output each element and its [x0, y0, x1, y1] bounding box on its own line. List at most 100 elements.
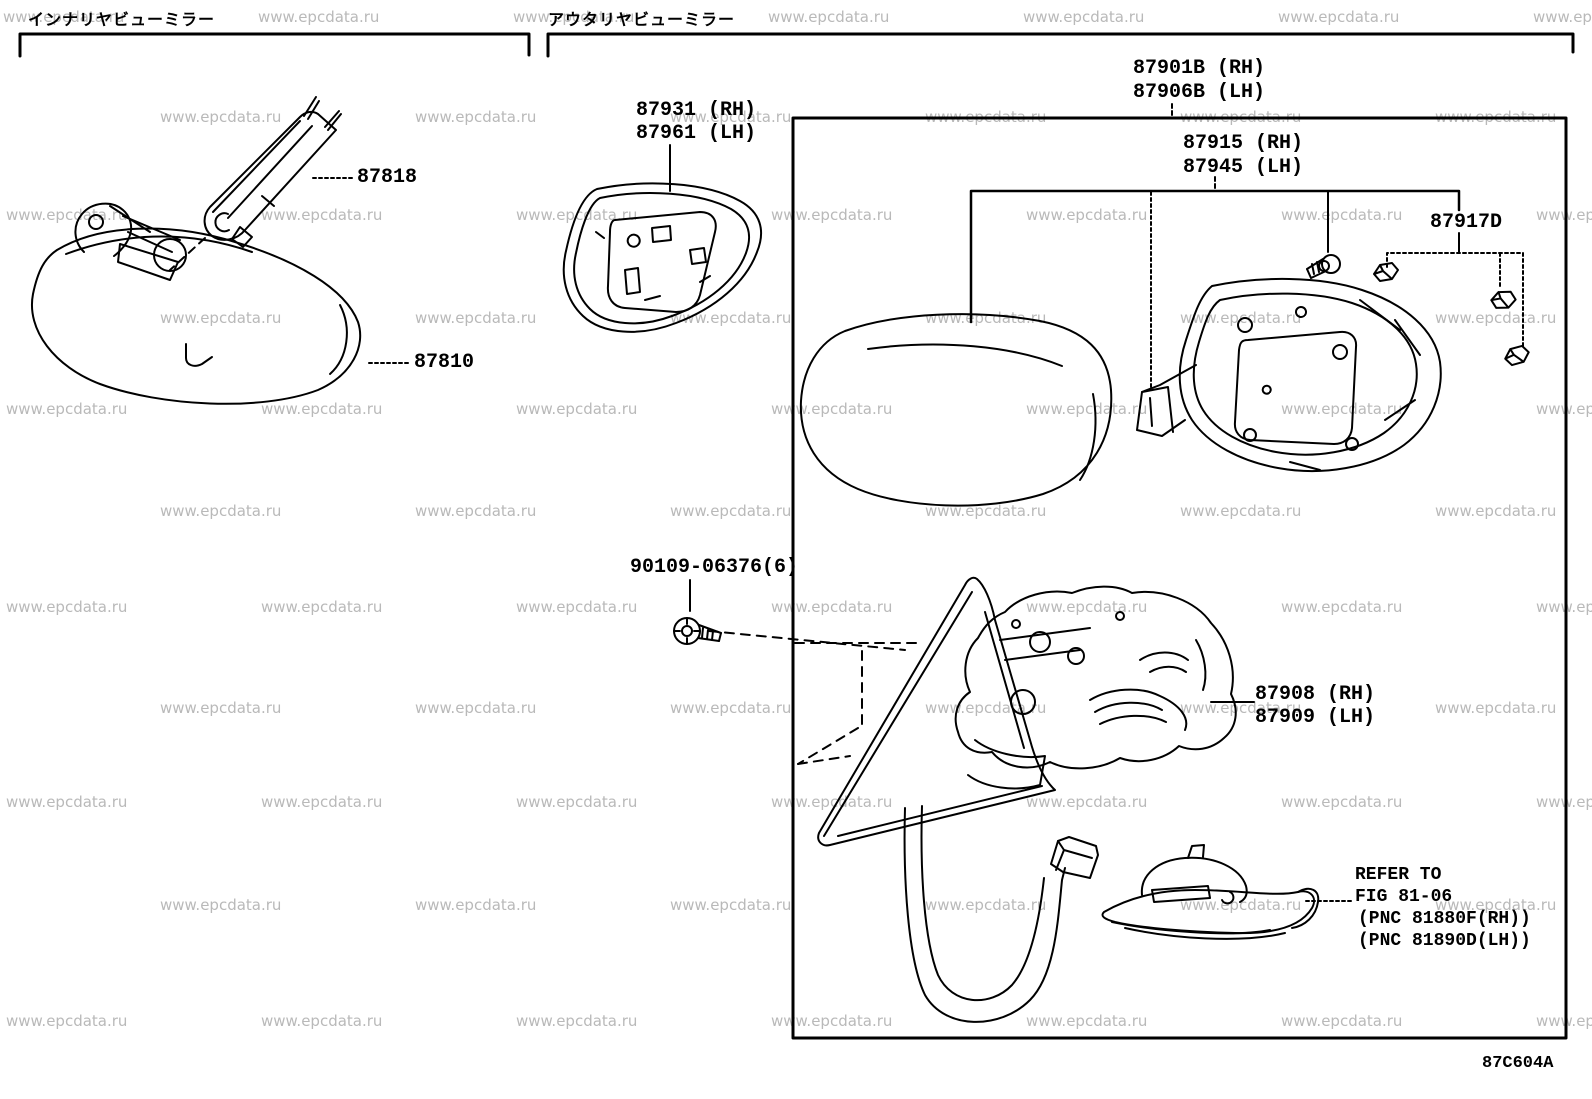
watermark-text: www.epcdata.ru — [160, 309, 282, 327]
watermark-text: www.epcdata.ru — [415, 309, 537, 327]
watermark-text: www.epcdata.ru — [1180, 896, 1302, 914]
watermark-text: www.epcdata.ru — [6, 400, 128, 418]
watermark-text: www.epcdata.ru — [415, 108, 537, 126]
watermark-text: www.epcdata.ru — [1180, 699, 1302, 717]
watermark-text: www.epcdata.ru — [1281, 1012, 1403, 1030]
mirror-housing-drawing — [1136, 277, 1442, 473]
watermark-text: www.epcdata.ru — [258, 8, 380, 26]
watermark-text: www.epcdata.ru — [261, 793, 383, 811]
watermark-text: www.epcdata.ru — [261, 1012, 383, 1030]
watermark-text: www.epcdata.ru — [1435, 502, 1557, 520]
bolt-drawing — [1306, 254, 1341, 279]
watermark-text: www.epcdata.ru — [1435, 699, 1557, 717]
part-label-87917d: 87917D — [1430, 211, 1503, 234]
watermark-text: www.epcdata.ru — [1026, 598, 1148, 616]
leader-lines — [169, 103, 1524, 902]
watermark-text: www.epcdata.ru — [1281, 206, 1403, 224]
watermark-text: www.epcdata.ru — [261, 206, 383, 224]
sail-gasket-drawing — [817, 576, 1056, 847]
watermark-text: www.epcdata.ru — [771, 793, 893, 811]
section-brackets — [18, 32, 1575, 58]
watermark-text: www.epcdata.ru — [261, 598, 383, 616]
part-label-90109: 90109-06376(6) — [630, 556, 799, 579]
watermark-text: www.epcdata.ru — [768, 8, 890, 26]
watermark-text: www.epcdata.ru — [1281, 793, 1403, 811]
section-header-inner-mirror: インナリヤビューミラー — [28, 10, 216, 29]
diagram-code: 87C604A — [1482, 1054, 1554, 1073]
watermark-text: www.epcdata.ru — [1533, 8, 1592, 26]
watermark-text: www.epcdata.ru — [1180, 502, 1302, 520]
watermark-text: www.epcdata.ru — [1281, 598, 1403, 616]
watermark-text: www.epcdata.ru — [6, 206, 128, 224]
harness-connector — [1050, 836, 1099, 879]
watermark-text: www.epcdata.ru — [1026, 400, 1148, 418]
watermark-text: www.epcdata.ru — [516, 793, 638, 811]
watermark-text: www.epcdata.ru — [415, 502, 537, 520]
clip-drawing-2 — [1490, 290, 1517, 309]
watermark-text: www.epcdata.ru — [670, 502, 792, 520]
part-label-87810: 87810 — [414, 351, 475, 374]
watermark-text: www.epcdata.ru — [6, 793, 128, 811]
part-label-87818: 87818 — [357, 166, 418, 189]
watermark-text: www.epcdata.ru — [1281, 400, 1403, 418]
watermark-text: www.epcdata.ru — [1023, 8, 1145, 26]
clip-drawing-1 — [1373, 262, 1399, 282]
watermark-text: www.epcdata.ru — [1026, 793, 1148, 811]
watermark-text: www.epcdata.ru — [160, 502, 282, 520]
watermark-text: www.epcdata.ru — [160, 108, 282, 126]
mounting-reference-dashes — [794, 642, 923, 765]
note-pnc-rh: (PNC 81880F(RH)) — [1358, 909, 1531, 929]
watermark-text: www.epcdata.ru — [1435, 309, 1557, 327]
watermark-text: www.epcdata.ru — [1536, 1012, 1592, 1030]
wire-harness-drawing — [903, 805, 1099, 1023]
part-label-87909: 87909 (LH) — [1255, 706, 1376, 729]
turn-signal-lamp-drawing — [1101, 844, 1320, 940]
part-label-87908: 87908 (RH) — [1255, 683, 1376, 706]
note-pnc-lh: (PNC 81890D(LH)) — [1358, 931, 1531, 951]
part-label-87901b: 87901B (RH) — [1133, 57, 1266, 80]
part-label-87906b: 87906B (LH) — [1133, 81, 1266, 104]
watermark-text: www.epcdata.ru — [6, 1012, 128, 1030]
watermark-text: www.epcdata.ru — [1435, 896, 1557, 914]
watermark-text: www.epcdata.ru — [771, 206, 893, 224]
watermark-text: www.epcdata.ru — [3, 8, 125, 26]
watermark-text: www.epcdata.ru — [516, 400, 638, 418]
watermark-text: www.epcdata.ru — [1536, 400, 1592, 418]
watermark-text: www.epcdata.ru — [516, 1012, 638, 1030]
watermark-text: www.epcdata.ru — [160, 699, 282, 717]
part-label-87961: 87961 (LH) — [636, 122, 757, 145]
mirror-cover-drawing — [799, 313, 1113, 507]
note-refer-to: REFER TO — [1355, 865, 1442, 885]
watermark-text: www.epcdata.ru — [771, 598, 893, 616]
watermark-text: www.epcdata.ru — [670, 108, 792, 126]
mirror-body-drawing — [954, 585, 1237, 790]
part-label-87945: 87945 (LH) — [1183, 156, 1304, 179]
watermark-text: www.epcdata.ru — [1278, 8, 1400, 26]
watermark-text: www.epcdata.ru — [415, 699, 537, 717]
watermark-text: www.epcdata.ru — [1536, 206, 1592, 224]
mirror-stay-drawing — [203, 96, 342, 248]
watermark-text: www.epcdata.ru — [1536, 598, 1592, 616]
watermark-text: www.epcdata.ru — [1026, 206, 1148, 224]
watermark-text: www.epcdata.ru — [670, 699, 792, 717]
watermark-text: www.epcdata.ru — [516, 598, 638, 616]
watermark-text: www.epcdata.ru — [771, 1012, 893, 1030]
watermark-text: www.epcdata.ru — [160, 896, 282, 914]
part-label-87915: 87915 (RH) — [1183, 132, 1304, 155]
watermark-text: www.epcdata.ru — [6, 598, 128, 616]
mirror-glass-drawing — [562, 182, 763, 333]
section-header-outer-mirror: アウタリヤビューミラー — [548, 10, 736, 29]
watermark-text: www.epcdata.ru — [261, 400, 383, 418]
watermark-text: www.epcdata.ru — [670, 896, 792, 914]
watermark-text: www.epcdata.ru — [513, 8, 635, 26]
clip-drawing-3 — [1504, 344, 1530, 367]
inner-mirror-drawing — [30, 202, 362, 405]
note-fig-ref: FIG 81-06 — [1355, 887, 1453, 907]
watermark-text: www.epcdata.ru — [670, 309, 792, 327]
assembly-box — [791, 116, 1568, 1040]
watermark-text: www.epcdata.ru — [1026, 1012, 1148, 1030]
watermark-text: www.epcdata.ru — [925, 896, 1047, 914]
watermark-text: www.epcdata.ru — [1536, 793, 1592, 811]
